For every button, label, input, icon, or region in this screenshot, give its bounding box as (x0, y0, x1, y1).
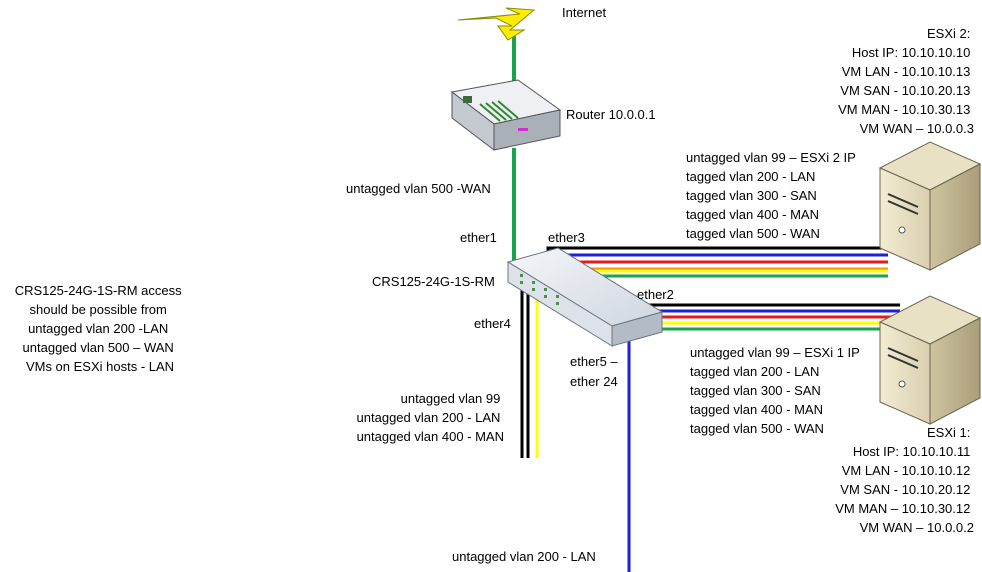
switch-label: CRS125-24G-1S-RM (372, 274, 495, 289)
ether2-trunk (640, 303, 900, 331)
esxi2-server-icon (878, 141, 982, 271)
esxi1-info-line: Host IP: 10.10.10.11 (853, 444, 971, 459)
router-icon (450, 79, 562, 152)
esxi2-info-line: ESXi 2: (927, 26, 970, 41)
esxi2-info-line: Host IP: 10.10.10.10 (852, 45, 971, 60)
esxi1-info: ESXi 1: Host IP: 10.10.10.11 VM LAN - 10… (835, 425, 974, 535)
esxi1-vlan-line: untagged vlan 99 – ESXi 1 IP (690, 345, 860, 360)
esxi2-vlan-line: tagged vlan 500 - WAN (686, 226, 820, 241)
esxi2-vlan-line: tagged vlan 300 - SAN (686, 188, 817, 203)
esxi1-vlan-line: tagged vlan 500 - WAN (690, 421, 824, 436)
esxi1-info-line: VM WAN – 10.0.0.2 (860, 520, 974, 535)
ether4-vlan-line: untagged vlan 400 - MAN (357, 429, 504, 444)
ether4-vlan-line: untagged vlan 99 (401, 391, 501, 406)
esxi1-info-line: VM MAN – 10.10.30.12 (835, 501, 970, 516)
esxi1-vlan-line: tagged vlan 400 - MAN (690, 402, 823, 417)
esxi2-info-line: VM MAN - 10.10.30.13 (838, 102, 970, 117)
esxi1-server-icon (878, 295, 982, 425)
ether4-vlan-line: untagged vlan 200 - LAN (357, 410, 501, 425)
access-note-line: untagged vlan 200 -LAN (28, 321, 168, 336)
esxi1-vlan-line: tagged vlan 300 - SAN (690, 383, 821, 398)
ether3-trunk (546, 246, 888, 278)
esxi1-info-line: VM SAN - 10.10.20.12 (840, 482, 970, 497)
port-ether4-label: ether4 (474, 316, 511, 331)
access-note-line: VMs on ESXi hosts - LAN (26, 359, 174, 374)
esxi2-info-line: VM LAN - 10.10.10.13 (842, 64, 971, 79)
esxi2-info-line: VM WAN – 10.0.0.3 (860, 121, 974, 136)
uplink-vlan-label: untagged vlan 500 -WAN (346, 181, 491, 196)
esxi2-info: ESXi 2: Host IP: 10.10.10.10 VM LAN - 10… (838, 26, 974, 136)
ether4-drops (520, 290, 539, 458)
port-ether1-label: ether1 (460, 230, 497, 245)
access-note-line: should be possible from (30, 302, 167, 317)
network-switch-icon (506, 247, 664, 347)
port-ether3-label: ether3 (548, 230, 585, 245)
esxi1-info-line: VM LAN - 10.10.10.12 (842, 463, 971, 478)
ether4-vlan-list: untagged vlan 99 untagged vlan 200 - LAN… (357, 391, 504, 444)
access-note-line: CRS125-24G-1S-RM access (15, 283, 182, 298)
esxi2-vlan-line: untagged vlan 99 – ESXi 2 IP (686, 150, 856, 165)
port-ether24-label: ether 24 (570, 374, 618, 389)
esxi2-vlan-line: tagged vlan 400 - MAN (686, 207, 819, 222)
router-label: Router 10.0.0.1 (566, 107, 656, 122)
trunk-wire-red (558, 260, 888, 266)
esxi1-vlan-list: untagged vlan 99 – ESXi 1 IP tagged vlan… (690, 345, 863, 436)
internet-label: Internet (562, 5, 606, 20)
port-ether2-label: ether2 (637, 287, 674, 302)
lightning-bolt-icon (457, 7, 536, 41)
esxi1-info-line: ESXi 1: (927, 425, 970, 440)
port-ether5-label: ether5 – (570, 354, 618, 369)
esxi2-vlan-line: tagged vlan 200 - LAN (686, 169, 815, 184)
access-note-line: untagged vlan 500 – WAN (23, 340, 174, 355)
esxi1-vlan-line: tagged vlan 200 - LAN (690, 364, 819, 379)
access-note: CRS125-24G-1S-RM access should be possib… (15, 283, 186, 374)
esxi2-vlan-list: untagged vlan 99 – ESXi 2 IP tagged vlan… (686, 150, 859, 241)
esxi2-info-line: VM SAN - 10.10.20.13 (840, 83, 970, 98)
ether5-24-vlan-label: untagged vlan 200 - LAN (452, 549, 596, 564)
